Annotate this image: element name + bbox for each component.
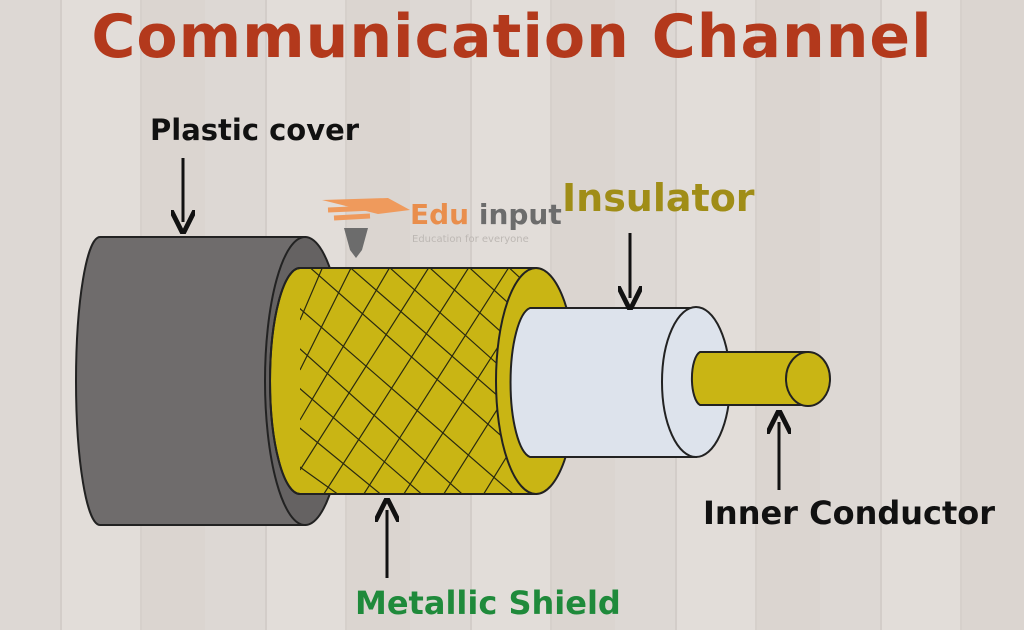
label-plastic-cover: Plastic cover — [150, 113, 360, 147]
metallic-shield — [269, 267, 577, 495]
page-title: Communication Channel — [91, 2, 933, 72]
label-metallic-shield: Metallic Shield — [355, 584, 621, 622]
logo-name-part1: Edu — [410, 198, 470, 231]
inner-conductor — [690, 351, 831, 407]
graduation-pen-icon — [322, 198, 410, 258]
logo-tagline: Education for everyone — [412, 234, 529, 245]
label-inner-conductor: Inner Conductor — [703, 494, 996, 532]
logo-name-part2: input — [469, 198, 562, 231]
label-insulator: Insulator — [562, 176, 755, 220]
